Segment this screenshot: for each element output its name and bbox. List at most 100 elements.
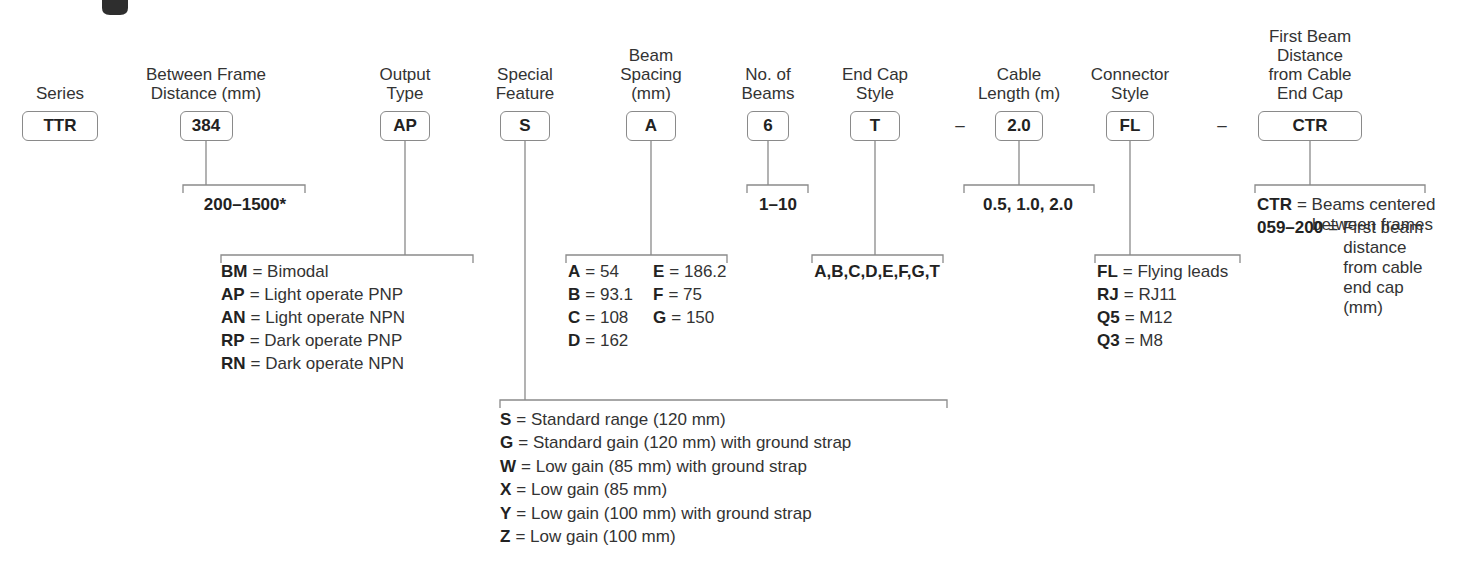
option-row: D= 162 bbox=[568, 331, 628, 351]
code-value: 384 bbox=[192, 116, 220, 136]
option-code: RP bbox=[221, 331, 245, 351]
option-description: = Dark operate NPN bbox=[251, 354, 405, 374]
option-description: = Flying leads bbox=[1123, 262, 1228, 282]
code-box: Connector StyleFL bbox=[1106, 111, 1154, 141]
option-description: = 162 bbox=[585, 331, 628, 351]
option-description: = RJ11 bbox=[1124, 285, 1177, 305]
value-range: 0.5, 1.0, 2.0 bbox=[983, 195, 1073, 215]
option-row: Y= Low gain (100 mm) with ground strap bbox=[500, 504, 812, 524]
option-code: Z bbox=[500, 527, 510, 547]
code-value: AP bbox=[393, 116, 417, 136]
option-description: = 75 bbox=[668, 285, 702, 305]
option-row: RP= Dark operate PNP bbox=[221, 331, 402, 351]
code-box: Cable Length (m)2.0 bbox=[995, 111, 1043, 141]
field-heading: Between Frame Distance (mm) bbox=[141, 65, 271, 103]
code-box: SeriesTTR bbox=[22, 111, 98, 141]
option-row: RN= Dark operate NPN bbox=[221, 354, 404, 374]
option-row: AP= Light operate PNP bbox=[221, 285, 403, 305]
bracket bbox=[500, 141, 947, 408]
option-description: = Light operate NPN bbox=[251, 308, 406, 328]
option-description: = 186.2 bbox=[669, 262, 726, 282]
option-row: FL= Flying leads bbox=[1097, 262, 1228, 282]
option-description: = 150 bbox=[671, 308, 714, 328]
value-range: 1–10 bbox=[759, 195, 797, 215]
field-heading: Cable Length (m) bbox=[973, 65, 1065, 103]
value-range: 200–1500* bbox=[204, 195, 286, 215]
option-row: B= 93.1 bbox=[568, 285, 633, 305]
option-code: A bbox=[568, 262, 580, 282]
option-code: G bbox=[500, 433, 513, 453]
option-code: RJ bbox=[1097, 285, 1119, 305]
option-description: = Dark operate PNP bbox=[250, 331, 403, 351]
option-code: BM bbox=[221, 262, 247, 282]
field-heading: First Beam Distance from Cable End Cap bbox=[1264, 27, 1356, 103]
code-box: Between Frame Distance (mm)384 bbox=[180, 111, 233, 141]
product-photo-fragment bbox=[102, 0, 128, 15]
option-code: G bbox=[653, 308, 666, 328]
option-row: G= Standard gain (120 mm) with ground st… bbox=[500, 433, 851, 453]
bracket bbox=[1095, 141, 1240, 263]
bracket bbox=[812, 141, 943, 263]
option-code: 059–200 bbox=[1257, 218, 1323, 238]
option-row: S= Standard range (120 mm) bbox=[500, 410, 726, 430]
value-range: A,B,C,D,E,F,G,T bbox=[814, 262, 940, 282]
bracket bbox=[964, 141, 1094, 193]
option-code: RN bbox=[221, 354, 246, 374]
option-code: X bbox=[500, 480, 511, 500]
option-description: = Low gain (100 mm) with ground strap bbox=[516, 504, 811, 524]
option-code: D bbox=[568, 331, 580, 351]
code-box: End Cap StyleT bbox=[850, 111, 900, 141]
option-code: Y bbox=[500, 504, 511, 524]
option-description: = First beam distance from cable end cap… bbox=[1328, 218, 1443, 318]
option-description: = 93.1 bbox=[585, 285, 633, 305]
option-row: RJ= RJ11 bbox=[1097, 285, 1177, 305]
option-description: = M12 bbox=[1125, 308, 1173, 328]
option-row: A= 54 bbox=[568, 262, 619, 282]
option-row: E= 186.2 bbox=[653, 262, 727, 282]
code-box: No. of Beams6 bbox=[747, 111, 789, 141]
code-box: Special FeatureS bbox=[500, 111, 550, 141]
field-heading: Special Feature bbox=[487, 65, 563, 103]
option-code: C bbox=[568, 308, 580, 328]
option-description: = M8 bbox=[1125, 331, 1163, 351]
option-row: F= 75 bbox=[653, 285, 702, 305]
option-code: FL bbox=[1097, 262, 1118, 282]
option-code: Q3 bbox=[1097, 331, 1120, 351]
field-heading: Output Type bbox=[369, 65, 441, 103]
field-heading: End Cap Style bbox=[837, 65, 913, 103]
option-description: = Light operate PNP bbox=[250, 285, 404, 305]
option-description: = Low gain (85 mm) bbox=[516, 480, 667, 500]
option-row: 059–200= First beam distance from cable … bbox=[1257, 218, 1443, 318]
code-box: Beam Spacing (mm)A bbox=[626, 111, 676, 141]
field-heading: Beam Spacing (mm) bbox=[613, 46, 689, 103]
option-row: Q5= M12 bbox=[1097, 308, 1172, 328]
code-value: 6 bbox=[763, 116, 772, 136]
bracket bbox=[1255, 141, 1425, 193]
option-description: = Low gain (100 mm) bbox=[515, 527, 675, 547]
field-heading: No. of Beams bbox=[737, 65, 799, 103]
code-box: Output TypeAP bbox=[380, 111, 430, 141]
option-row: G= 150 bbox=[653, 308, 714, 328]
option-row: Z= Low gain (100 mm) bbox=[500, 527, 676, 547]
code-value: T bbox=[870, 116, 880, 136]
bracket bbox=[183, 141, 305, 193]
code-box: First Beam Distance from Cable End CapCT… bbox=[1258, 111, 1362, 141]
field-heading: Series bbox=[20, 84, 100, 103]
option-row: W= Low gain (85 mm) with ground strap bbox=[500, 457, 807, 477]
option-code: AN bbox=[221, 308, 246, 328]
option-row: Q3= M8 bbox=[1097, 331, 1163, 351]
option-description: = Standard gain (120 mm) with ground str… bbox=[518, 433, 851, 453]
separator-dash: – bbox=[955, 116, 964, 136]
code-value: CTR bbox=[1293, 116, 1328, 136]
option-row: C= 108 bbox=[568, 308, 628, 328]
bracket bbox=[566, 141, 727, 263]
option-code: E bbox=[653, 262, 664, 282]
option-code: S bbox=[500, 410, 511, 430]
option-code: F bbox=[653, 285, 663, 305]
option-description: = 108 bbox=[585, 308, 628, 328]
option-description: = Bimodal bbox=[252, 262, 328, 282]
code-value: TTR bbox=[43, 116, 76, 136]
code-value: 2.0 bbox=[1007, 116, 1031, 136]
field-heading: Connector Style bbox=[1086, 65, 1174, 103]
option-code: W bbox=[500, 457, 516, 477]
